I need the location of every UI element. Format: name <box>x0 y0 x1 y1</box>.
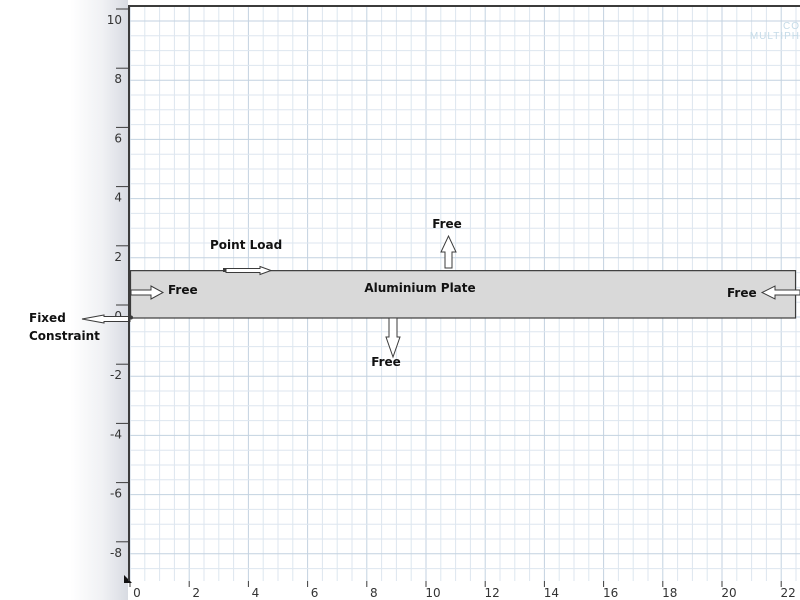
fixed-label-line1: Fixed <box>29 311 66 325</box>
aluminium-plate[interactable] <box>129 270 797 319</box>
x-tick-label: 14 <box>544 586 559 600</box>
free-left-label: Free <box>168 283 198 297</box>
y-tick-label: 4 <box>114 191 122 205</box>
x-tick-label: 0 <box>133 586 141 600</box>
y-tick-label: 2 <box>114 250 122 264</box>
x-tick-label: 20 <box>721 586 736 600</box>
point-load-label: Point Load <box>210 238 282 252</box>
x-tick-label: 22 <box>781 586 796 600</box>
y-tick-label: 8 <box>114 72 122 86</box>
x-tick-label: 10 <box>425 586 440 600</box>
fixed-label-line2: Constraint <box>29 329 100 343</box>
x-tick-label: 18 <box>662 586 677 600</box>
y-tick-label: -8 <box>110 546 122 560</box>
arrow-down-icon <box>385 317 401 359</box>
fixed-constraint-marker[interactable] <box>81 314 133 324</box>
y-tick-label: 6 <box>114 131 122 145</box>
arrow-right-icon <box>225 265 273 276</box>
arrow-right-icon <box>130 285 165 300</box>
free-right-label: Free <box>727 286 757 300</box>
axis-gutter <box>0 0 128 600</box>
arrow-up-icon <box>440 234 457 269</box>
free-bottom-label: Free <box>371 355 401 369</box>
watermark-line1: CO <box>783 21 800 32</box>
arrow-left-icon <box>760 285 800 300</box>
arrow-left-icon <box>81 314 131 324</box>
x-tick-label: 4 <box>252 586 260 600</box>
x-tick-label: 12 <box>485 586 500 600</box>
plot-frame <box>128 5 800 581</box>
y-tick-label: -4 <box>110 427 122 441</box>
watermark-line2: MULTIPH <box>749 31 800 42</box>
app-watermark-logo: CO MULTIPH <box>750 22 800 42</box>
point-load-marker[interactable] <box>223 265 273 276</box>
x-tick-label: 6 <box>311 586 319 600</box>
y-tick-label: -6 <box>110 487 122 501</box>
x-tick-label: 16 <box>603 586 618 600</box>
y-tick-label: 10 <box>107 13 122 27</box>
y-axis-ticks: 1086420-2-4-6-8 <box>107 8 128 560</box>
plate-label: Aluminium Plate <box>364 281 475 295</box>
x-tick-label: 2 <box>192 586 200 600</box>
x-axis-ticks: 0 2 4 6 8 10 12 14 16 18 20 22 <box>129 581 796 600</box>
x-tick-label: 8 <box>370 586 378 600</box>
free-top-label: Free <box>432 217 462 231</box>
y-tick-label: -2 <box>110 368 122 382</box>
